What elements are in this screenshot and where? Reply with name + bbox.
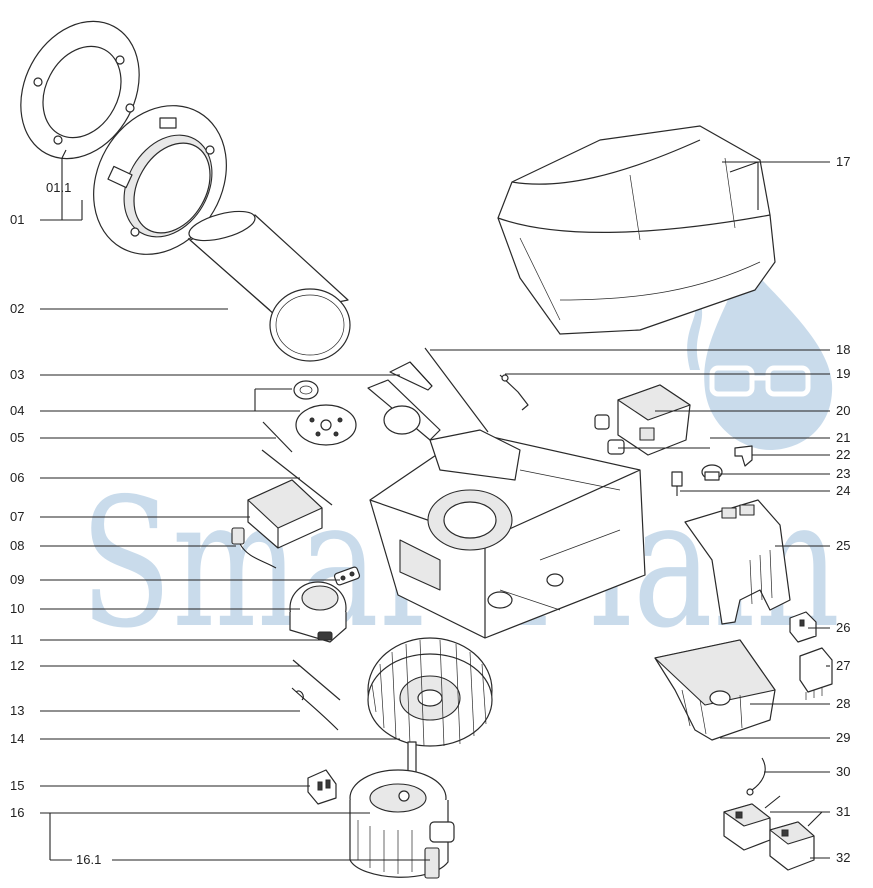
label-25: 25 [836, 538, 850, 553]
label-23: 23 [836, 466, 850, 481]
part-15-connector [307, 769, 337, 805]
label-13: 13 [10, 703, 24, 718]
part-30-cable [746, 757, 766, 796]
part-14-fan-wheel [367, 637, 493, 747]
part-11-coupling [317, 631, 333, 641]
label-01: 01 [10, 212, 24, 227]
leader-lines-right [430, 161, 830, 859]
label-28: 28 [836, 696, 850, 711]
part-18-ignition-rod [424, 347, 489, 433]
part-08-cable [231, 527, 277, 569]
part-05-rod [262, 421, 293, 453]
label-20: 20 [836, 403, 850, 418]
main-housing [369, 429, 646, 639]
label-14: 14 [10, 731, 24, 746]
part-12-shaft [292, 659, 341, 701]
label-17: 17 [836, 154, 850, 169]
part-16-motor [349, 741, 455, 879]
label-31: 31 [836, 804, 850, 819]
part-21-plug [607, 439, 625, 455]
label-11: 11 [10, 632, 24, 647]
part-01-flange [93, 105, 227, 255]
leader-lines-left [40, 149, 430, 861]
label-24: 24 [836, 483, 850, 498]
logo-drop-icon [687, 262, 833, 450]
part-13-wire [291, 687, 339, 731]
label-16-1: 16.1 [76, 852, 101, 867]
part-31-connector [723, 795, 781, 851]
label-18: 18 [836, 342, 850, 357]
label-16: 16 [10, 805, 24, 820]
label-09: 09 [10, 572, 24, 587]
part-17-cover [497, 125, 776, 335]
label-04: 04 [10, 403, 24, 418]
label-10: 10 [10, 601, 24, 616]
part-32-connector [769, 811, 823, 871]
burner-head-assembly [367, 379, 441, 441]
label-15: 15 [10, 778, 24, 793]
part-04-washer-and-disc [293, 380, 357, 446]
label-05: 05 [10, 430, 24, 445]
label-01-1: 01.1 [46, 180, 71, 195]
part-01-1-gasket [20, 20, 140, 160]
label-08: 08 [10, 538, 24, 553]
label-29: 29 [836, 730, 850, 745]
label-03: 03 [10, 367, 24, 382]
part-25-bracket [684, 499, 791, 625]
labels-left: 01.1 01 02 03 04 05 06 07 08 09 10 11 12… [10, 180, 101, 867]
part-07-transformer [247, 479, 323, 549]
label-07: 07 [10, 509, 24, 524]
part-28-base-tray [654, 639, 776, 741]
label-19: 19 [836, 366, 850, 381]
label-12: 12 [10, 658, 24, 673]
part-23-button [701, 464, 723, 481]
label-26: 26 [836, 620, 850, 635]
part-02-burner-tube [187, 210, 351, 362]
part-27-socket [799, 647, 833, 700]
labels-right: 17 18 19 20 21 22 23 24 25 26 27 28 29 3… [836, 154, 850, 865]
label-32: 32 [836, 850, 850, 865]
label-30: 30 [836, 764, 850, 779]
part-03-electrode [389, 361, 433, 391]
label-21: 21 [836, 430, 850, 445]
part-22-clip [734, 445, 753, 467]
label-02: 02 [10, 301, 24, 316]
label-06: 06 [10, 470, 24, 485]
label-22: 22 [836, 447, 850, 462]
label-27: 27 [836, 658, 850, 673]
part-26-relay [789, 611, 817, 643]
part-19-sensor [499, 374, 529, 411]
part-24-terminal [671, 471, 683, 496]
